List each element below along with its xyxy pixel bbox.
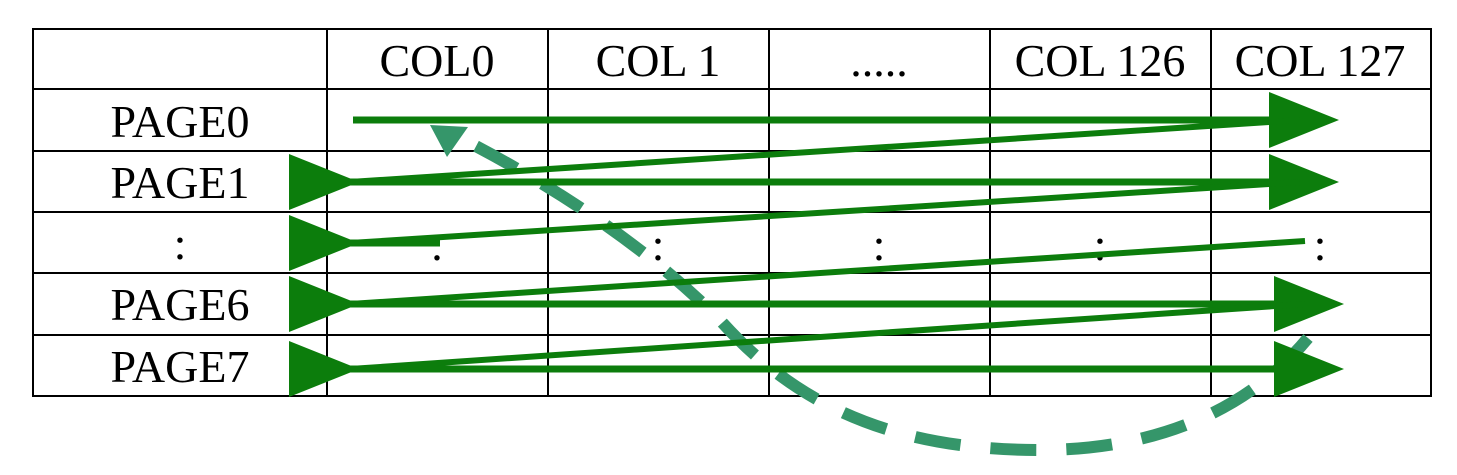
column-header-col126: COL 126 [1015,35,1186,86]
column-header-ellipsis: ..... [850,35,908,86]
row-header-page6: PAGE6 [111,279,250,330]
column-header-col0: COL0 [380,35,495,86]
row-header-page0: PAGE0 [111,96,250,147]
row-header-page7: PAGE7 [111,341,250,392]
page1-to-next-transition [349,179,1301,246]
row-header-page1: PAGE1 [111,157,250,208]
row-header-ellipsis: : [174,218,187,269]
row-headers: PAGE0 PAGE1 : PAGE6 PAGE7 [111,96,250,392]
page6-to-page7-transition [349,301,1306,372]
column-header-col127: COL 127 [1235,35,1406,86]
return-arrowhead-icon [430,125,468,157]
prev-to-page6-transition [349,238,1306,307]
column-headers: COL0 COL 1 ..... COL 126 COL 127 [380,35,1406,86]
ellipsis-mark: : [1314,219,1327,270]
page0-to-page1-transition [349,117,1301,185]
column-header-col1: COL 1 [596,35,721,86]
diagonal-transitions [349,117,1306,372]
scan-arrows [289,92,1344,397]
ellipsis-mark: : [873,219,886,270]
ellipsis-mark: : [1094,219,1107,270]
ellipsis-mark: : [652,219,665,270]
